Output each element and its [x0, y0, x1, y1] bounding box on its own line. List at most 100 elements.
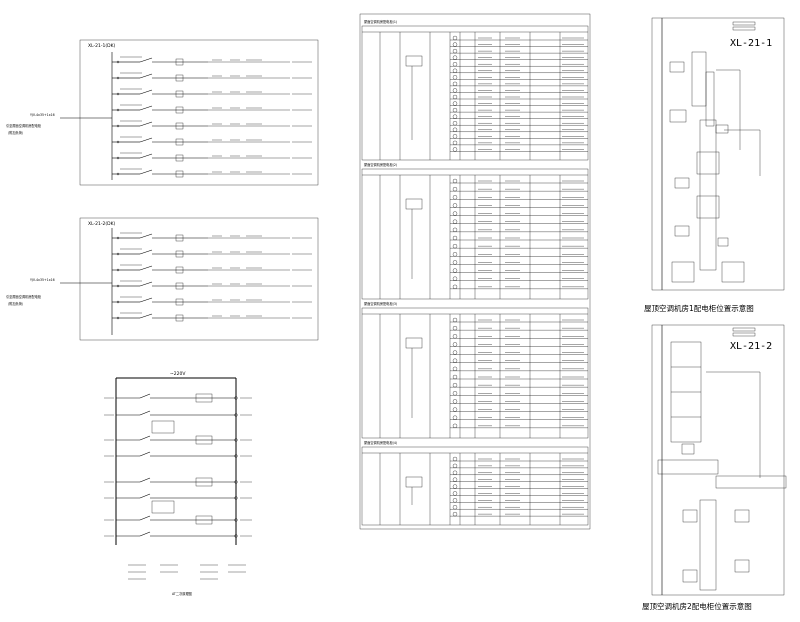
plan-1: XL-21-1 屋顶空调机房1配电柜位置示意图: [644, 17, 785, 313]
row-symbol: [452, 391, 458, 396]
duct-upper: [691, 51, 707, 107]
panel-icon: [405, 337, 423, 349]
node-dot: [116, 252, 120, 256]
table-4-title: 屋面空调机房配电柜(4): [364, 440, 397, 445]
row-symbol: [452, 268, 458, 273]
breaker-symbol: [139, 249, 153, 255]
row-symbol: [452, 107, 458, 113]
panel-2-circuits: [112, 232, 312, 322]
table-4: 屋面空调机房配电柜(4): [361, 440, 589, 526]
row-symbol: [452, 186, 458, 192]
row-symbol: [452, 243, 458, 249]
row-symbol: [452, 195, 458, 200]
row-symbol: [452, 477, 458, 482]
row-symbol: [452, 374, 458, 380]
row-symbol: [452, 62, 458, 67]
panel-icon: [405, 476, 423, 488]
breaker-symbol: [139, 137, 153, 143]
node-dot: [116, 108, 120, 112]
table-1: 屋面空调机房配电柜(1): [361, 19, 589, 161]
duct-right: [715, 475, 787, 489]
row-symbol: [452, 350, 458, 355]
breaker-symbol: [139, 313, 153, 319]
equipment-tables: 屋面空调机房配电柜(1) 屋面空调机房配电柜(2) 屋面空调机房配电柜(3) 屋…: [359, 13, 591, 530]
row-symbol: [452, 235, 458, 241]
row-symbol: [452, 511, 458, 517]
plan-1-tag: XL-21-1: [730, 38, 772, 49]
duct-main: [699, 119, 717, 271]
row-symbol: [452, 334, 458, 339]
row-symbol: [452, 382, 458, 388]
row-symbol: [452, 342, 458, 347]
unit-b: [734, 509, 750, 523]
panel-2-title: XL-21-2(DK): [88, 221, 116, 227]
row-symbol: [452, 147, 458, 152]
meter-box: [175, 138, 184, 146]
terminal: [234, 438, 238, 442]
meter-box: [175, 58, 184, 66]
table-1-title: 屋面空调机房配电柜(1): [364, 19, 397, 24]
terminal: [234, 454, 238, 458]
contact: [139, 451, 151, 457]
panel-2-side-note-2: （附加负荷）: [6, 301, 25, 306]
control-caption: AT二次原理图: [172, 591, 192, 596]
equipment-c: [674, 177, 690, 189]
row-symbol: [452, 134, 458, 139]
meter-box: [175, 154, 184, 162]
coil: [195, 393, 213, 403]
contact: [139, 531, 151, 537]
row-symbol: [452, 456, 458, 462]
panel-2-side-note: 引至屋面空调机房配电柜: [6, 294, 42, 299]
plan-2-tag: XL-21-2: [730, 341, 772, 352]
row-symbol: [452, 211, 458, 216]
node-dot: [116, 92, 120, 96]
unit-c: [682, 569, 698, 583]
plan-1-caption: 屋顶空调机房1配电柜位置示意图: [644, 303, 754, 313]
contact: [139, 493, 151, 499]
meter-box: [175, 298, 184, 306]
terminal: [234, 496, 238, 500]
panel-1-circuits: [112, 56, 312, 178]
row-symbol: [452, 284, 458, 290]
row-symbol: [452, 114, 458, 119]
breaker-symbol: [139, 281, 153, 287]
row-symbol: [452, 325, 458, 331]
breaker-symbol: [139, 265, 153, 271]
row-symbol: [452, 227, 458, 233]
ahu-2: [696, 195, 720, 219]
meter-box: [175, 106, 184, 114]
contact: [139, 477, 151, 483]
fan-unit-2: [721, 261, 745, 283]
unit-a: [682, 509, 698, 523]
row-symbol: [452, 276, 458, 281]
unit-d: [734, 559, 750, 573]
ahu-1: [696, 151, 720, 175]
row-symbol: [452, 140, 458, 146]
fan-unit-1: [671, 261, 695, 283]
panel-2-feeder: YJV-4x35+1x16: [30, 278, 55, 282]
row-symbol: [452, 127, 458, 132]
control-voltage: ~220V: [170, 371, 186, 377]
row-symbol: [452, 463, 458, 469]
panel-xl21-2: [681, 443, 695, 455]
row-symbol: [452, 88, 458, 93]
breaker-symbol: [139, 105, 153, 111]
row-symbol: [452, 366, 458, 372]
row-symbol: [452, 498, 458, 503]
row-symbol: [452, 81, 458, 87]
row-symbol: [452, 101, 458, 106]
duct-horizontal: [657, 459, 719, 475]
row-symbol: [452, 219, 458, 224]
plan-2: XL-21-2 屋顶空调机房2配电柜位置示意图: [642, 324, 787, 611]
row-symbol: [452, 68, 458, 73]
row-symbol: [452, 55, 458, 60]
duct-main: [699, 499, 717, 591]
node-dot: [116, 236, 120, 240]
breaker-symbol: [139, 169, 153, 175]
panel-1-side-note: 引至屋面空调机房配电柜: [6, 123, 42, 128]
node-dot: [116, 124, 120, 128]
terminal: [234, 396, 238, 400]
panel-icon: [405, 198, 423, 210]
row-symbol: [452, 203, 458, 208]
row-symbol: [452, 484, 458, 489]
